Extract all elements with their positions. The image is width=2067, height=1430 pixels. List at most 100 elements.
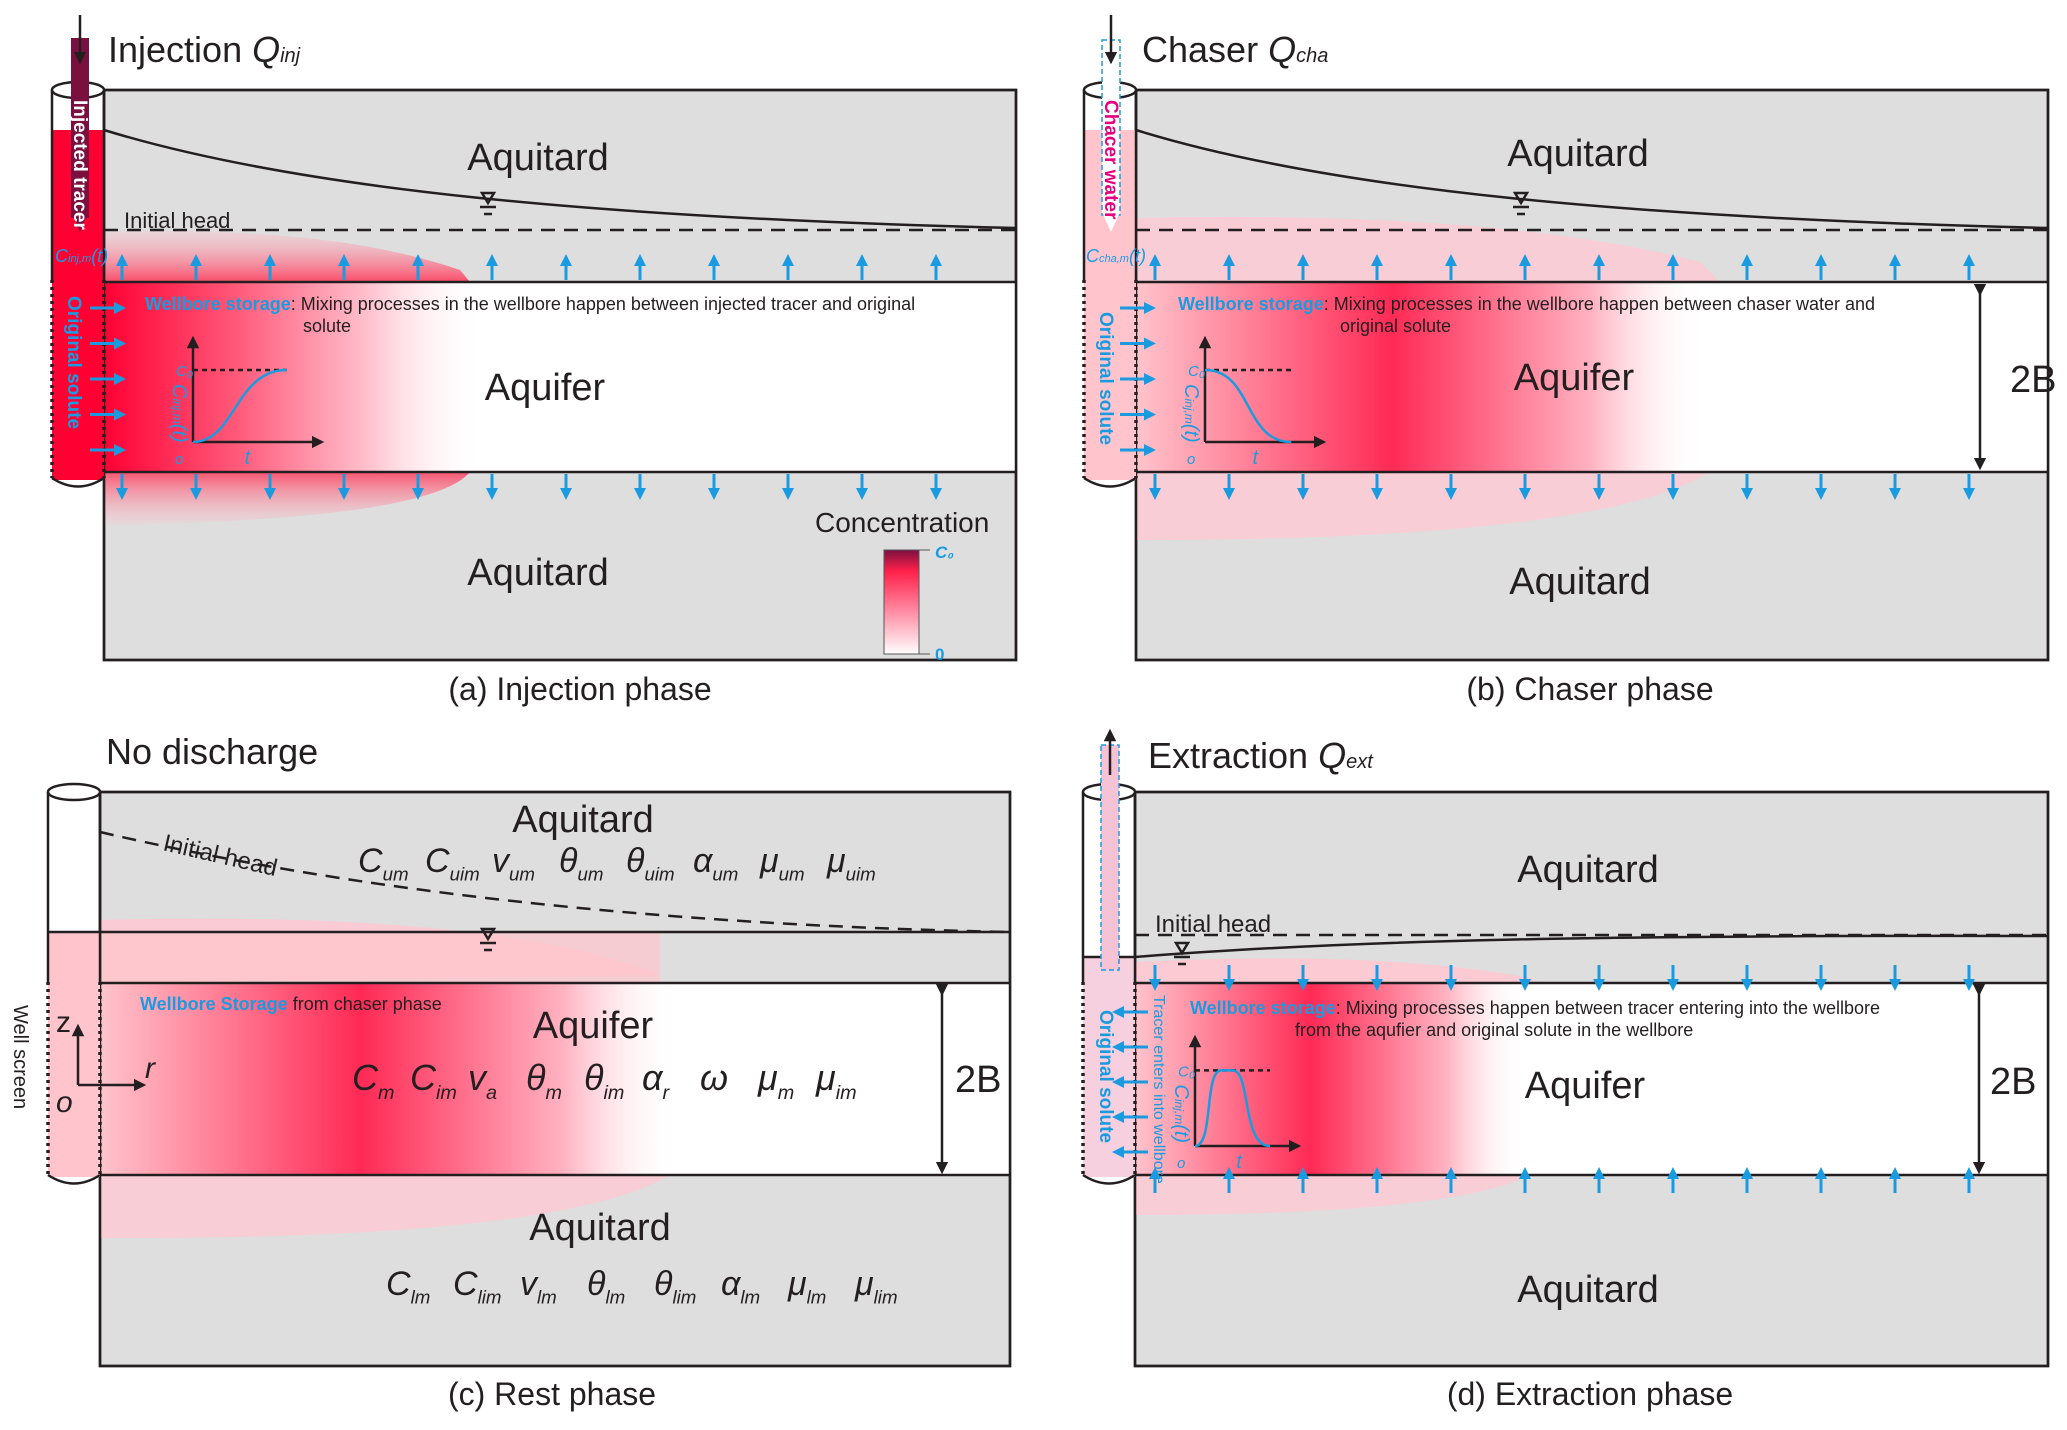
parameter-symbol: Cum [358, 842, 409, 885]
parameter-symbol: vum [492, 842, 535, 885]
well-inner-label: Chacer water [1100, 100, 1121, 220]
panel-extraction: Original solute Tracer enters into wellb… [1081, 728, 2050, 1412]
wellbore-note: Wellbore storage: Mixing processes in th… [145, 294, 915, 314]
panel-injection: Injected tracer Cinj,m(t) Original solut… [50, 15, 1018, 707]
panel-chaser: Chacer water Ccha,m(t) Original solute C… [1082, 15, 2056, 707]
upper-aquitard-label: Aquitard [1517, 849, 1659, 891]
water-table-icon [1512, 191, 1530, 216]
aquifer-label: Aquifer [1525, 1065, 1646, 1107]
well-fluid [1083, 957, 1135, 1177]
wellbore-note: Wellbore storage: Mixing processes in th… [1178, 294, 1875, 314]
lower-aquitard-label: Aquitard [467, 552, 609, 594]
extracted-water-column [1100, 744, 1120, 971]
leakage-arrows [90, 254, 942, 500]
parameter-symbol: θuim [626, 842, 675, 885]
graph-x-label: t [245, 447, 252, 469]
panel-caption: (c) Rest phase [448, 1376, 656, 1412]
well-concentration-label: Cinj,m(t) [55, 246, 108, 266]
discharge-title: Extraction Qext [1148, 735, 1374, 776]
graph-y-label: Cinj,m(t) [1180, 384, 1202, 443]
graph-x-label: t [1236, 1151, 1243, 1173]
parameter-symbol: μlm [787, 1265, 826, 1308]
graph-y-label: Cinj,m(t) [1170, 1084, 1192, 1143]
legend-color-bar [883, 549, 920, 655]
parameter-symbol: Clm [386, 1265, 430, 1308]
legend-title: Concentration [815, 507, 989, 538]
lower-aquitard-label: Aquitard [1509, 561, 1651, 603]
parameter-symbol: vlm [520, 1265, 557, 1308]
panel-rest: z r o Well screen No discharge Initial h… [9, 731, 1012, 1412]
water-table-icon [1173, 941, 1191, 966]
concentration-curve [1204, 368, 1292, 444]
discharge-title: No discharge [106, 731, 318, 772]
upper-plume [1136, 216, 1720, 282]
upper-aquitard-label: Aquitard [512, 799, 654, 841]
aquifer-plume [1136, 282, 1706, 472]
initial-head-line [99, 830, 1011, 934]
injected-tracer-column [71, 38, 89, 218]
wellbore-note: Wellbore storage: Mixing processes happe… [1190, 998, 1880, 1018]
panel-caption: (d) Extraction phase [1447, 1376, 1733, 1412]
screen-label: Well screen [9, 1005, 31, 1109]
concentration-graph: C₀ o t Cinj,m(t) [1180, 335, 1327, 469]
tracer-enters-label: Tracer enters into wellbore [1150, 995, 1167, 1184]
graph-y-label: Cinj,m(t) [168, 384, 190, 443]
parameter-symbol: Clim [453, 1265, 501, 1308]
screen-label: Original solute [63, 296, 84, 429]
graph-c0-label: C₀ [1178, 1063, 1195, 1080]
parameter-symbol: Cuim [425, 842, 480, 885]
parameter-symbol: αr [642, 1057, 671, 1104]
wellbore-note-line2: solute [303, 316, 351, 336]
parameter-symbol: μm [757, 1057, 794, 1104]
aquifer-label: Aquifer [533, 1005, 654, 1047]
parameter-symbol: Cm [352, 1057, 394, 1104]
thickness-label: 2B [2010, 359, 2056, 401]
upper-aquitard-label: Aquitard [1507, 133, 1649, 175]
initial-head-label: Initial head [124, 208, 230, 233]
well-top [46, 782, 102, 802]
parameter-symbol: μim [815, 1057, 857, 1104]
discharge-title: Chaser Qcha [1142, 29, 1328, 70]
wellbore-note-line2: from the aqufier and original solute in … [1295, 1020, 1693, 1040]
parameter-symbol: Cim [410, 1057, 457, 1104]
upper-aquitard-label: Aquitard [467, 137, 609, 179]
lower-aquitard-label: Aquitard [1517, 1269, 1659, 1311]
thickness-label: 2B [955, 1059, 1001, 1101]
graph-x-label: t [1252, 447, 1259, 469]
well-fluid [48, 932, 100, 1177]
thickness-label: 2B [1990, 1061, 2036, 1103]
aquifer-label: Aquifer [1514, 357, 1635, 399]
drawdown-curve [103, 128, 1017, 230]
drawup-curve [1134, 934, 2049, 959]
parameter-symbol: va [468, 1057, 497, 1104]
parameter-symbol: θm [526, 1057, 562, 1104]
drawdown-curve [1135, 128, 2049, 230]
screen-label: Original solute [1095, 1010, 1116, 1143]
origin-label: o [56, 1086, 73, 1119]
aquifer-plume [100, 983, 680, 1175]
parameter-symbol: μlim [854, 1265, 898, 1308]
water-table-icon [479, 191, 497, 216]
leakage-arrows [1112, 965, 1975, 1193]
parameter-symbol: αum [693, 842, 738, 885]
z-axis-label: z [56, 1006, 71, 1039]
parameter-symbol: θum [559, 842, 603, 885]
discharge-title: Injection Qinj [108, 29, 301, 70]
leakage-arrows [1120, 254, 1975, 500]
aquifer-label: Aquifer [485, 367, 606, 409]
parameter-symbol: ω [700, 1057, 728, 1098]
concentration-graph: C₀ o t Cinj,m(t) [1170, 1034, 1302, 1173]
parameter-symbol: θlm [587, 1265, 625, 1308]
graph-origin-label: o [1187, 451, 1195, 468]
well-inner-label: Injected tracer [69, 100, 90, 230]
graph-c0-label: C₀ [1188, 363, 1205, 380]
graph-origin-label: o [1177, 1155, 1185, 1172]
parameter-symbol: μuim [826, 842, 876, 885]
water-table-icon [479, 927, 497, 952]
well-concentration-label: Ccha,m(t) [1086, 246, 1146, 266]
